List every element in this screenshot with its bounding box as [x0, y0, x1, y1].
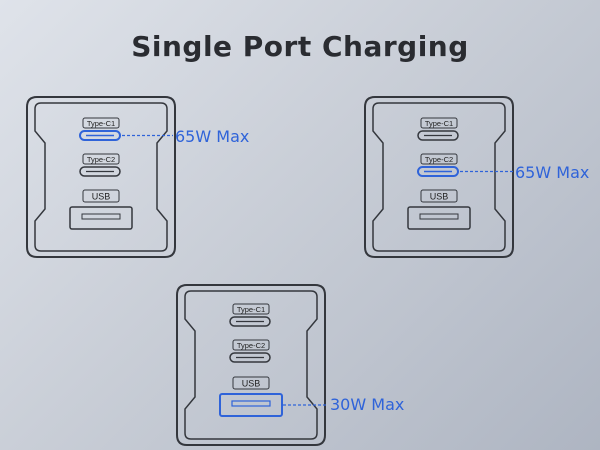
charger-body: Type-C1 Type-C2 USB	[364, 96, 514, 258]
type-c1-label: Type-C1	[425, 119, 453, 128]
type-c1-port	[229, 316, 271, 327]
type-c1-port	[79, 130, 121, 141]
charger-usb-diagram: Type-C1 Type-C2 USB	[176, 284, 327, 446]
charger-c2-diagram: Type-C1 Type-C2 USB	[364, 96, 514, 258]
usb-port	[69, 206, 133, 230]
usb-port	[219, 393, 283, 417]
page-title: Single Port Charging	[131, 30, 469, 63]
usb-label: USB	[242, 379, 261, 389]
charger-c1-diagram: Type-C1 Type-C2 USB	[26, 96, 176, 258]
type-c2-label: Type-C2	[237, 341, 265, 350]
type-c2-power-callout: 65W Max	[515, 163, 590, 182]
type-c1-label: Type-C1	[237, 305, 265, 314]
type-c1-power-callout: 65W Max	[175, 127, 250, 146]
usb-label: USB	[92, 192, 111, 202]
usb-label: USB	[430, 192, 449, 202]
usb-power-callout: 30W Max	[330, 395, 405, 414]
type-c2-label: Type-C2	[87, 155, 115, 164]
type-c2-port	[417, 166, 459, 177]
type-c2-label: Type-C2	[425, 155, 453, 164]
usb-port	[407, 206, 471, 230]
charger-body: Type-C1 Type-C2 USB	[176, 284, 327, 446]
type-c1-port	[417, 130, 459, 141]
type-c2-port	[79, 166, 121, 177]
charger-body: Type-C1 Type-C2 USB	[26, 96, 176, 258]
type-c2-port	[229, 352, 271, 363]
type-c1-label: Type-C1	[87, 119, 115, 128]
